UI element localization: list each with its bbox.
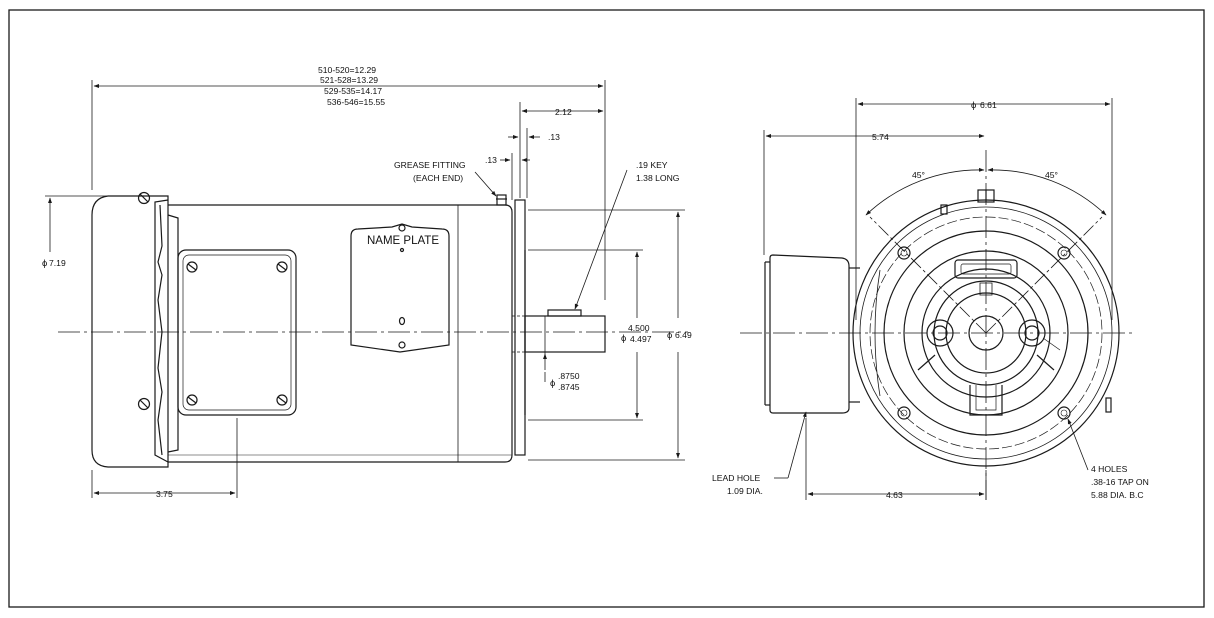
lead-hole-line-2: 1.09 DIA.	[727, 486, 763, 496]
tapped-hole-icon	[897, 406, 911, 420]
bolt-angle-left: 45°	[912, 170, 925, 180]
holes-note-line-1: 4 HOLES	[1091, 464, 1128, 474]
motor-frame	[168, 204, 513, 463]
motor-shaft	[524, 315, 606, 353]
shaft-key	[547, 309, 582, 317]
bolt-circle	[869, 216, 1103, 450]
mounting-flange	[514, 199, 526, 456]
lead-hole-offset: 4.63	[886, 490, 903, 500]
pilot-diameter-min: 4.497	[630, 334, 652, 344]
holes-note-line-2: .38-16 TAP ON	[1091, 477, 1149, 487]
tapped-hole-icon	[1057, 246, 1071, 260]
overall-length-3: 529-535=14.17	[324, 86, 382, 96]
tapped-hole-icon	[1057, 406, 1071, 420]
grease-offset: .13	[485, 155, 497, 165]
face-diameter: 6.49	[675, 330, 692, 340]
conduit-box-offset: 3.75	[156, 489, 173, 499]
end-view-dimensions	[763, 98, 1113, 500]
key-line-1: .19 KEY	[636, 160, 668, 170]
bolt-angle-right: 45°	[1045, 170, 1058, 180]
key-line-2: 1.38 LONG	[636, 173, 680, 183]
shaft-diameter-min: .8745	[558, 382, 580, 392]
drawing-border	[8, 9, 1205, 608]
diameter-symbol: ϕ	[42, 257, 47, 268]
bolt-circle-diameter: 6.61	[980, 100, 997, 110]
pilot-diameter-max: 4.500	[628, 323, 650, 333]
grease-fitting-line-2: (EACH END)	[413, 173, 463, 183]
lead-hole-line-1: LEAD HOLE	[712, 473, 761, 483]
diameter-symbol: ϕ	[971, 99, 976, 110]
name-plate	[350, 223, 450, 353]
conduit-extent: 5.74	[872, 132, 889, 142]
overall-length-4: 536-546=15.55	[327, 97, 385, 107]
holes-note-line-3: 5.88 DIA. B.C	[1091, 490, 1144, 500]
conduit-box	[177, 249, 297, 416]
name-plate-label: NAME PLATE	[367, 235, 439, 247]
flange-thickness: .13	[548, 132, 560, 142]
conduit-screw-icon	[186, 394, 198, 406]
overall-length-1: 510-520=12.29	[318, 65, 376, 75]
end-view-labels: ϕ 6.61 5.74 45° 45° LEAD HOLE 1.09 DIA. …	[712, 99, 1149, 500]
conduit-screw-icon	[276, 261, 288, 273]
side-view-dimensions	[45, 80, 685, 498]
side-view-labels: 510-520=12.29 521-528=13.29 529-535=14.1…	[42, 65, 692, 499]
diameter-symbol: ϕ	[550, 377, 555, 388]
grease-fitting-line-1: GREASE FITTING	[394, 160, 466, 170]
shaft-diameter-max: .8750	[558, 371, 580, 381]
end-bolt-top-icon	[137, 191, 151, 205]
side-view	[58, 191, 688, 468]
grease-fitting-icon	[496, 194, 507, 206]
conduit-box-side	[769, 254, 850, 414]
diameter-symbol: ϕ	[621, 332, 626, 343]
frame-diameter: 7.19	[49, 258, 66, 268]
end-view	[740, 150, 1135, 500]
conduit-screw-icon	[276, 394, 288, 406]
tapped-hole-icon	[897, 246, 911, 260]
shaft-end	[968, 315, 1004, 351]
conduit-screw-icon	[186, 261, 198, 273]
end-bolt-bottom-icon	[137, 397, 151, 411]
rear-end-cap	[91, 195, 169, 468]
overall-length-2: 521-528=13.29	[320, 75, 378, 85]
flange-to-shaft-end: 2.12	[555, 107, 572, 117]
diameter-symbol: ϕ	[667, 329, 672, 340]
